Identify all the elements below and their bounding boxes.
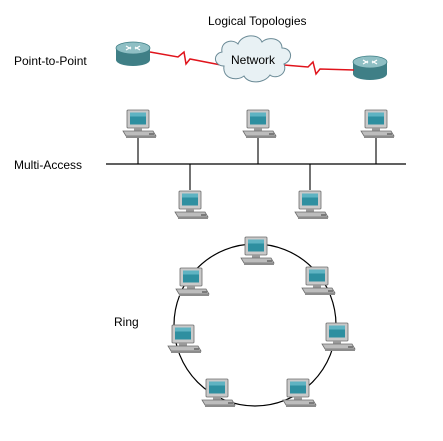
multi-access-label: Multi-Access: [14, 158, 83, 172]
computer-icon: [175, 267, 210, 297]
point-to-point-label: Point-to-Point: [14, 54, 87, 68]
computer-icon: [174, 190, 209, 220]
computer-icon: [301, 266, 336, 296]
computer-icon: [294, 190, 329, 220]
computer-icon: [201, 378, 236, 408]
computer-icon: [321, 322, 356, 352]
page-title: Logical Topologies: [208, 14, 307, 28]
cloud-icon: [215, 35, 291, 83]
computer-icon: [167, 324, 202, 354]
router-icon: [352, 55, 388, 81]
computer-icon: [240, 236, 275, 266]
router-icon: [115, 41, 151, 67]
computer-icon: [122, 109, 157, 139]
serial-link-left: [149, 50, 222, 66]
network-label: Network: [231, 53, 276, 67]
computer-icon: [360, 109, 395, 139]
serial-link-right: [283, 60, 355, 76]
computer-icon: [242, 109, 277, 139]
ring-label: Ring: [114, 315, 139, 329]
